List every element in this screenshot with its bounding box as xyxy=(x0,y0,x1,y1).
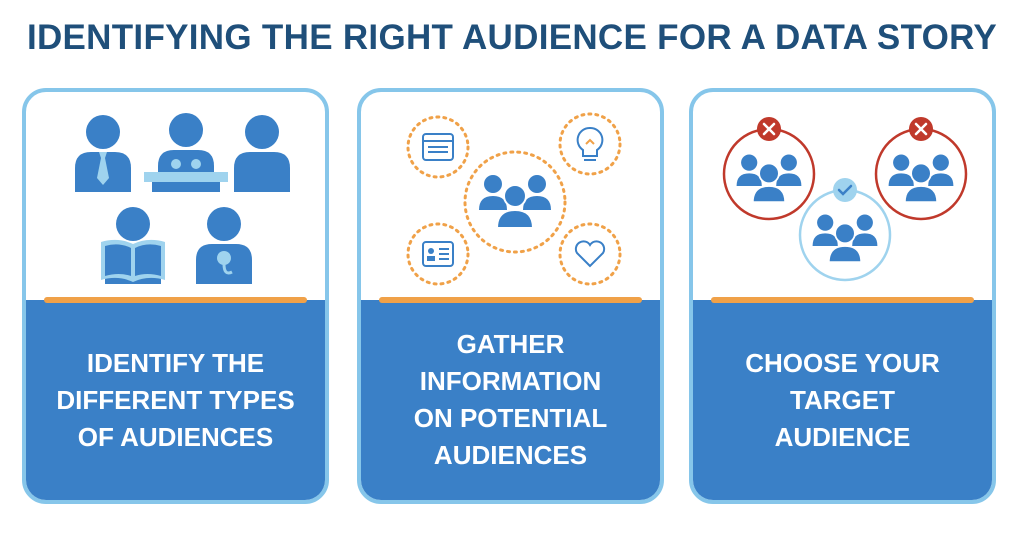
rejected-group-icon xyxy=(722,117,816,221)
page-title: IDENTIFYING THE RIGHT AUDIENCE FOR A DAT… xyxy=(26,18,998,57)
gather-information-illustration xyxy=(406,112,622,286)
panel-footer xyxy=(361,300,660,500)
person-reading-book-icon xyxy=(101,207,165,284)
speaker-at-podium-icon xyxy=(144,113,228,192)
panel-label: CHOOSE YOUR TARGET AUDIENCE xyxy=(745,347,940,452)
person-icon xyxy=(234,115,290,192)
panel-footer xyxy=(693,300,992,500)
panel-choose-target: CHOOSE YOUR TARGET AUDIENCE xyxy=(689,88,996,504)
browser-window-icon xyxy=(422,133,454,161)
person-with-tie-icon xyxy=(75,115,131,192)
panel-gather-information: GATHER INFORMATION ON POTENTIAL AUDIENCE… xyxy=(357,88,664,504)
light-bulb-icon xyxy=(576,126,604,161)
panel-identify-audience-types: IDENTIFY THE DIFFERENT TYPES OF AUDIENCE… xyxy=(22,88,329,504)
panel-label: IDENTIFY THE DIFFERENT TYPES OF AUDIENCE… xyxy=(56,347,295,452)
divider-bar xyxy=(379,297,642,303)
person-with-microphone-icon xyxy=(196,207,252,284)
rejected-group-icon xyxy=(874,117,968,221)
panel-label: GATHER INFORMATION ON POTENTIAL AUDIENCE… xyxy=(413,329,608,470)
id-card-icon xyxy=(422,241,454,267)
divider-bar xyxy=(44,297,307,303)
heart-icon xyxy=(574,240,606,268)
divider-bar xyxy=(711,297,974,303)
audience-types-illustration xyxy=(75,113,290,284)
selected-group-icon xyxy=(798,178,892,282)
panel-footer xyxy=(26,300,325,500)
group-of-people-icon xyxy=(478,174,552,229)
choose-target-illustration xyxy=(722,117,968,282)
